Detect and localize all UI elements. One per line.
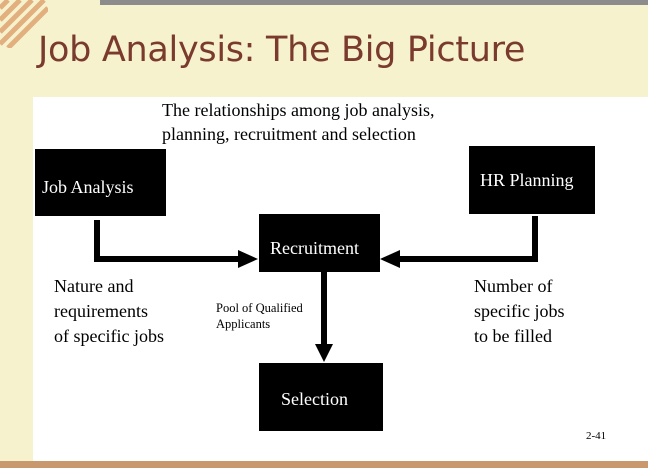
- arrowhead-right: [238, 250, 258, 268]
- job-analysis-box: Job Analysis: [35, 149, 166, 216]
- nature-line-2: requirements: [54, 301, 148, 321]
- corner-stripes-decoration: [0, 0, 48, 48]
- number-specific-jobs-label: Number of specific jobs to be filled: [474, 274, 604, 349]
- selection-box: Selection: [259, 363, 383, 431]
- number-line-3: to be filled: [474, 326, 552, 346]
- top-accent-bar: [100, 0, 648, 5]
- slide-number: 2-41: [586, 430, 607, 442]
- selection-label: Selection: [281, 389, 348, 409]
- hr-planning-label: HR Planning: [480, 170, 574, 190]
- recruitment-label: Recruitment: [270, 238, 359, 258]
- arrowhead-down: [315, 344, 333, 362]
- nature-line-1: Nature and: [54, 276, 134, 296]
- subtitle-line-1: The relationships among job analysis,: [162, 100, 435, 120]
- slide-title: Job Analysis: The Big Picture: [38, 30, 526, 70]
- slide-subtitle: The relationships among job analysis, pla…: [162, 98, 522, 146]
- number-line-2: specific jobs: [474, 301, 565, 321]
- nature-requirements-label: Nature and requirements of specific jobs: [54, 274, 204, 349]
- bottom-accent-bar: [0, 461, 648, 468]
- arrow-job-to-recruitment: [94, 220, 240, 262]
- pool-line-1: Pool of Qualified: [216, 301, 303, 315]
- pool-line-2: Applicants: [216, 317, 271, 331]
- hr-planning-box: HR Planning: [469, 146, 595, 214]
- arrow-hr-to-recruitment: [398, 216, 538, 262]
- job-analysis-label: Job Analysis: [42, 177, 134, 197]
- subtitle-line-2: planning, recruitment and selection: [162, 124, 416, 144]
- arrowhead-left: [380, 250, 400, 268]
- number-line-1: Number of: [474, 276, 553, 296]
- recruitment-box: Recruitment: [259, 214, 380, 272]
- nature-line-3: of specific jobs: [54, 326, 164, 346]
